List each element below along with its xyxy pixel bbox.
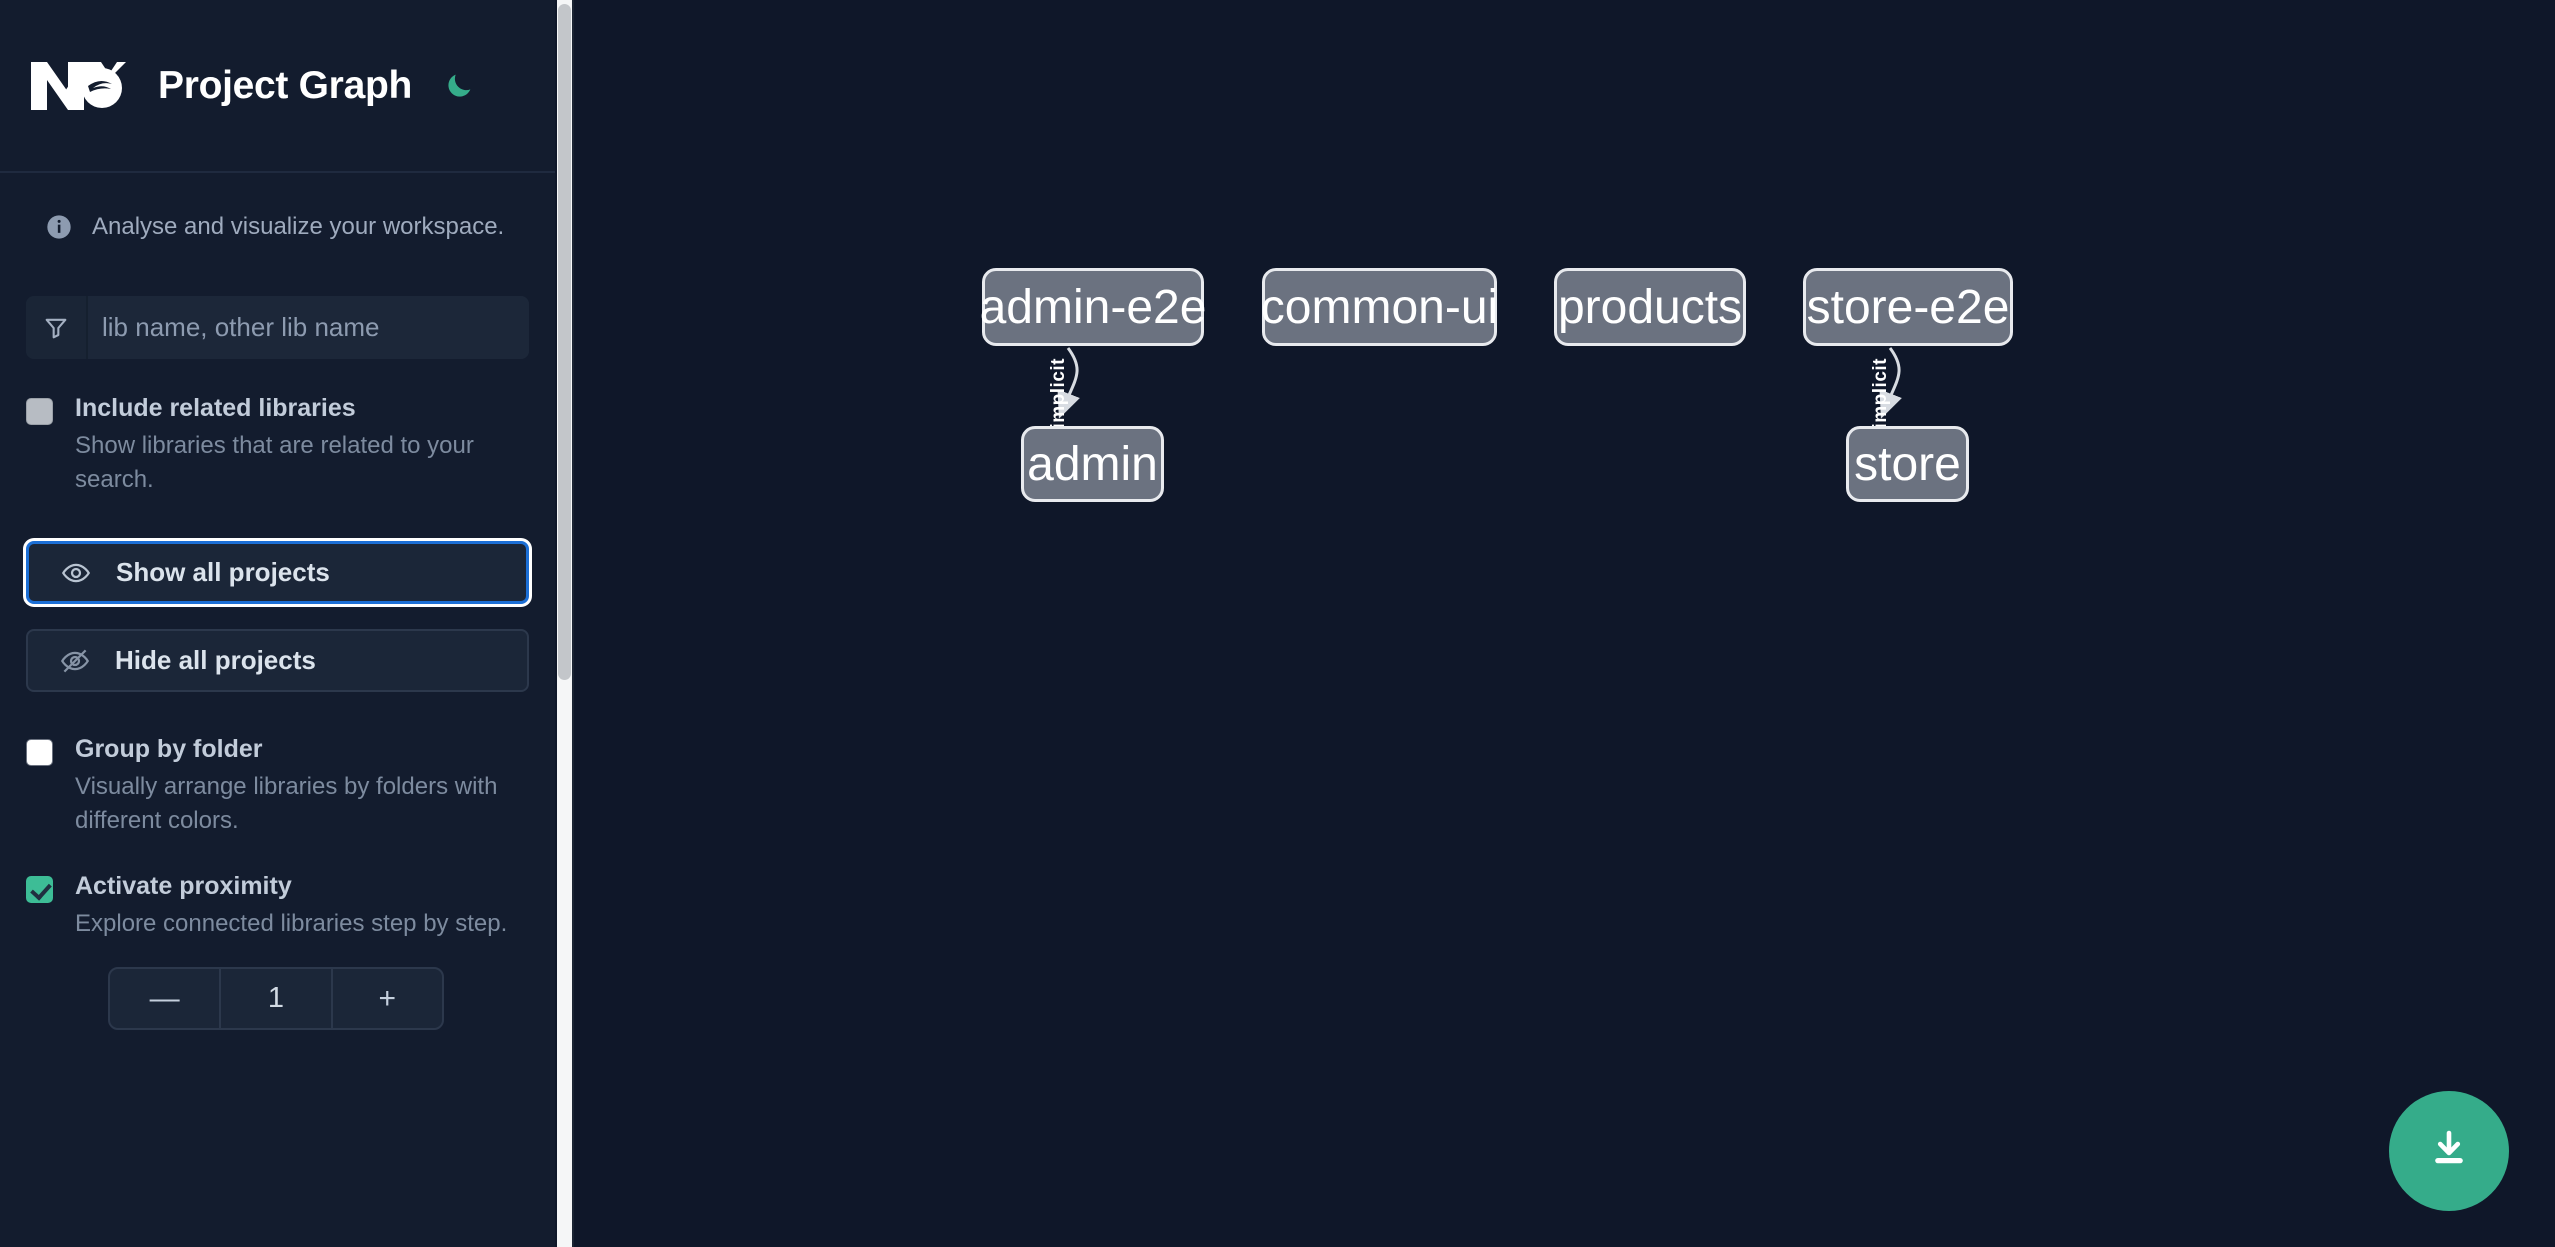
proximity-value[interactable]: 1 bbox=[221, 969, 333, 1029]
download-button[interactable] bbox=[2389, 1091, 2509, 1211]
option-description: Show libraries that are related to your … bbox=[75, 432, 474, 494]
nx-logo bbox=[26, 52, 126, 120]
graph-edges bbox=[1057, 347, 1902, 419]
checkbox-group-by-folder[interactable] bbox=[26, 739, 53, 767]
sidebar-divider bbox=[572, 0, 574, 1247]
option-include-related-libraries[interactable]: Include related libraries Show libraries… bbox=[0, 393, 555, 497]
graph-canvas[interactable]: implicit implicit admin-e2e common-ui pr… bbox=[574, 0, 2555, 1247]
tagline-text: Analyse and visualize your workspace. bbox=[92, 213, 505, 240]
option-description: Explore connected libraries step by step… bbox=[75, 910, 508, 938]
download-icon bbox=[2425, 1125, 2473, 1178]
option-label: Include related libraries bbox=[75, 394, 356, 422]
search-input[interactable] bbox=[88, 296, 529, 359]
moon-icon[interactable] bbox=[438, 65, 480, 107]
proximity-increment-button[interactable]: + bbox=[378, 981, 397, 1015]
filter-field[interactable] bbox=[26, 296, 529, 359]
edge-store-e2e-store bbox=[1879, 347, 1902, 419]
proximity-stepper[interactable]: — 1 + bbox=[108, 967, 444, 1031]
option-group-by-folder[interactable]: Group by folder Visually arrange librari… bbox=[0, 734, 555, 838]
info-icon bbox=[45, 213, 73, 241]
graph-node-common-ui[interactable]: common-ui bbox=[1261, 268, 1498, 346]
sidebar: Project Graph Analyse and visualize your… bbox=[0, 0, 555, 1247]
page-title: Project Graph bbox=[158, 63, 412, 107]
eye-off-icon bbox=[56, 642, 94, 680]
option-label: Activate proximity bbox=[75, 872, 292, 901]
graph-node-admin-e2e[interactable]: admin-e2e bbox=[980, 268, 1206, 346]
graph-node-store-e2e[interactable]: store-e2e bbox=[1803, 268, 2013, 346]
eye-icon bbox=[57, 554, 95, 592]
sidebar-scrollbar-thumb[interactable] bbox=[558, 4, 571, 680]
hide-all-projects-label: Hide all projects bbox=[115, 645, 316, 676]
option-label: Group by folder bbox=[75, 735, 263, 764]
edge-admin-e2e-admin bbox=[1057, 347, 1080, 419]
option-description: Visually arrange libraries by folders wi… bbox=[75, 773, 498, 835]
edge-label-implicit: implicit bbox=[1870, 358, 1891, 429]
sidebar-header: Project Graph bbox=[0, 0, 555, 173]
checkbox-include-related-libraries[interactable] bbox=[26, 398, 53, 425]
option-activate-proximity[interactable]: Activate proximity Explore connected lib… bbox=[0, 871, 555, 941]
proximity-decrement-button[interactable]: — bbox=[110, 969, 222, 1029]
show-all-projects-button[interactable]: Show all projects bbox=[26, 541, 529, 605]
show-all-projects-label: Show all projects bbox=[116, 557, 330, 588]
checkbox-activate-proximity[interactable] bbox=[26, 876, 53, 904]
graph-node-store[interactable]: store bbox=[1846, 426, 1969, 502]
graph-node-products[interactable]: products bbox=[1554, 268, 1746, 346]
filter-icon bbox=[26, 296, 88, 359]
hide-all-projects-button[interactable]: Hide all projects bbox=[26, 629, 529, 693]
sidebar-tagline: Analyse and visualize your workspace. bbox=[0, 207, 555, 247]
graph-node-admin[interactable]: admin bbox=[1021, 426, 1164, 502]
edge-label-implicit: implicit bbox=[1048, 358, 1069, 429]
